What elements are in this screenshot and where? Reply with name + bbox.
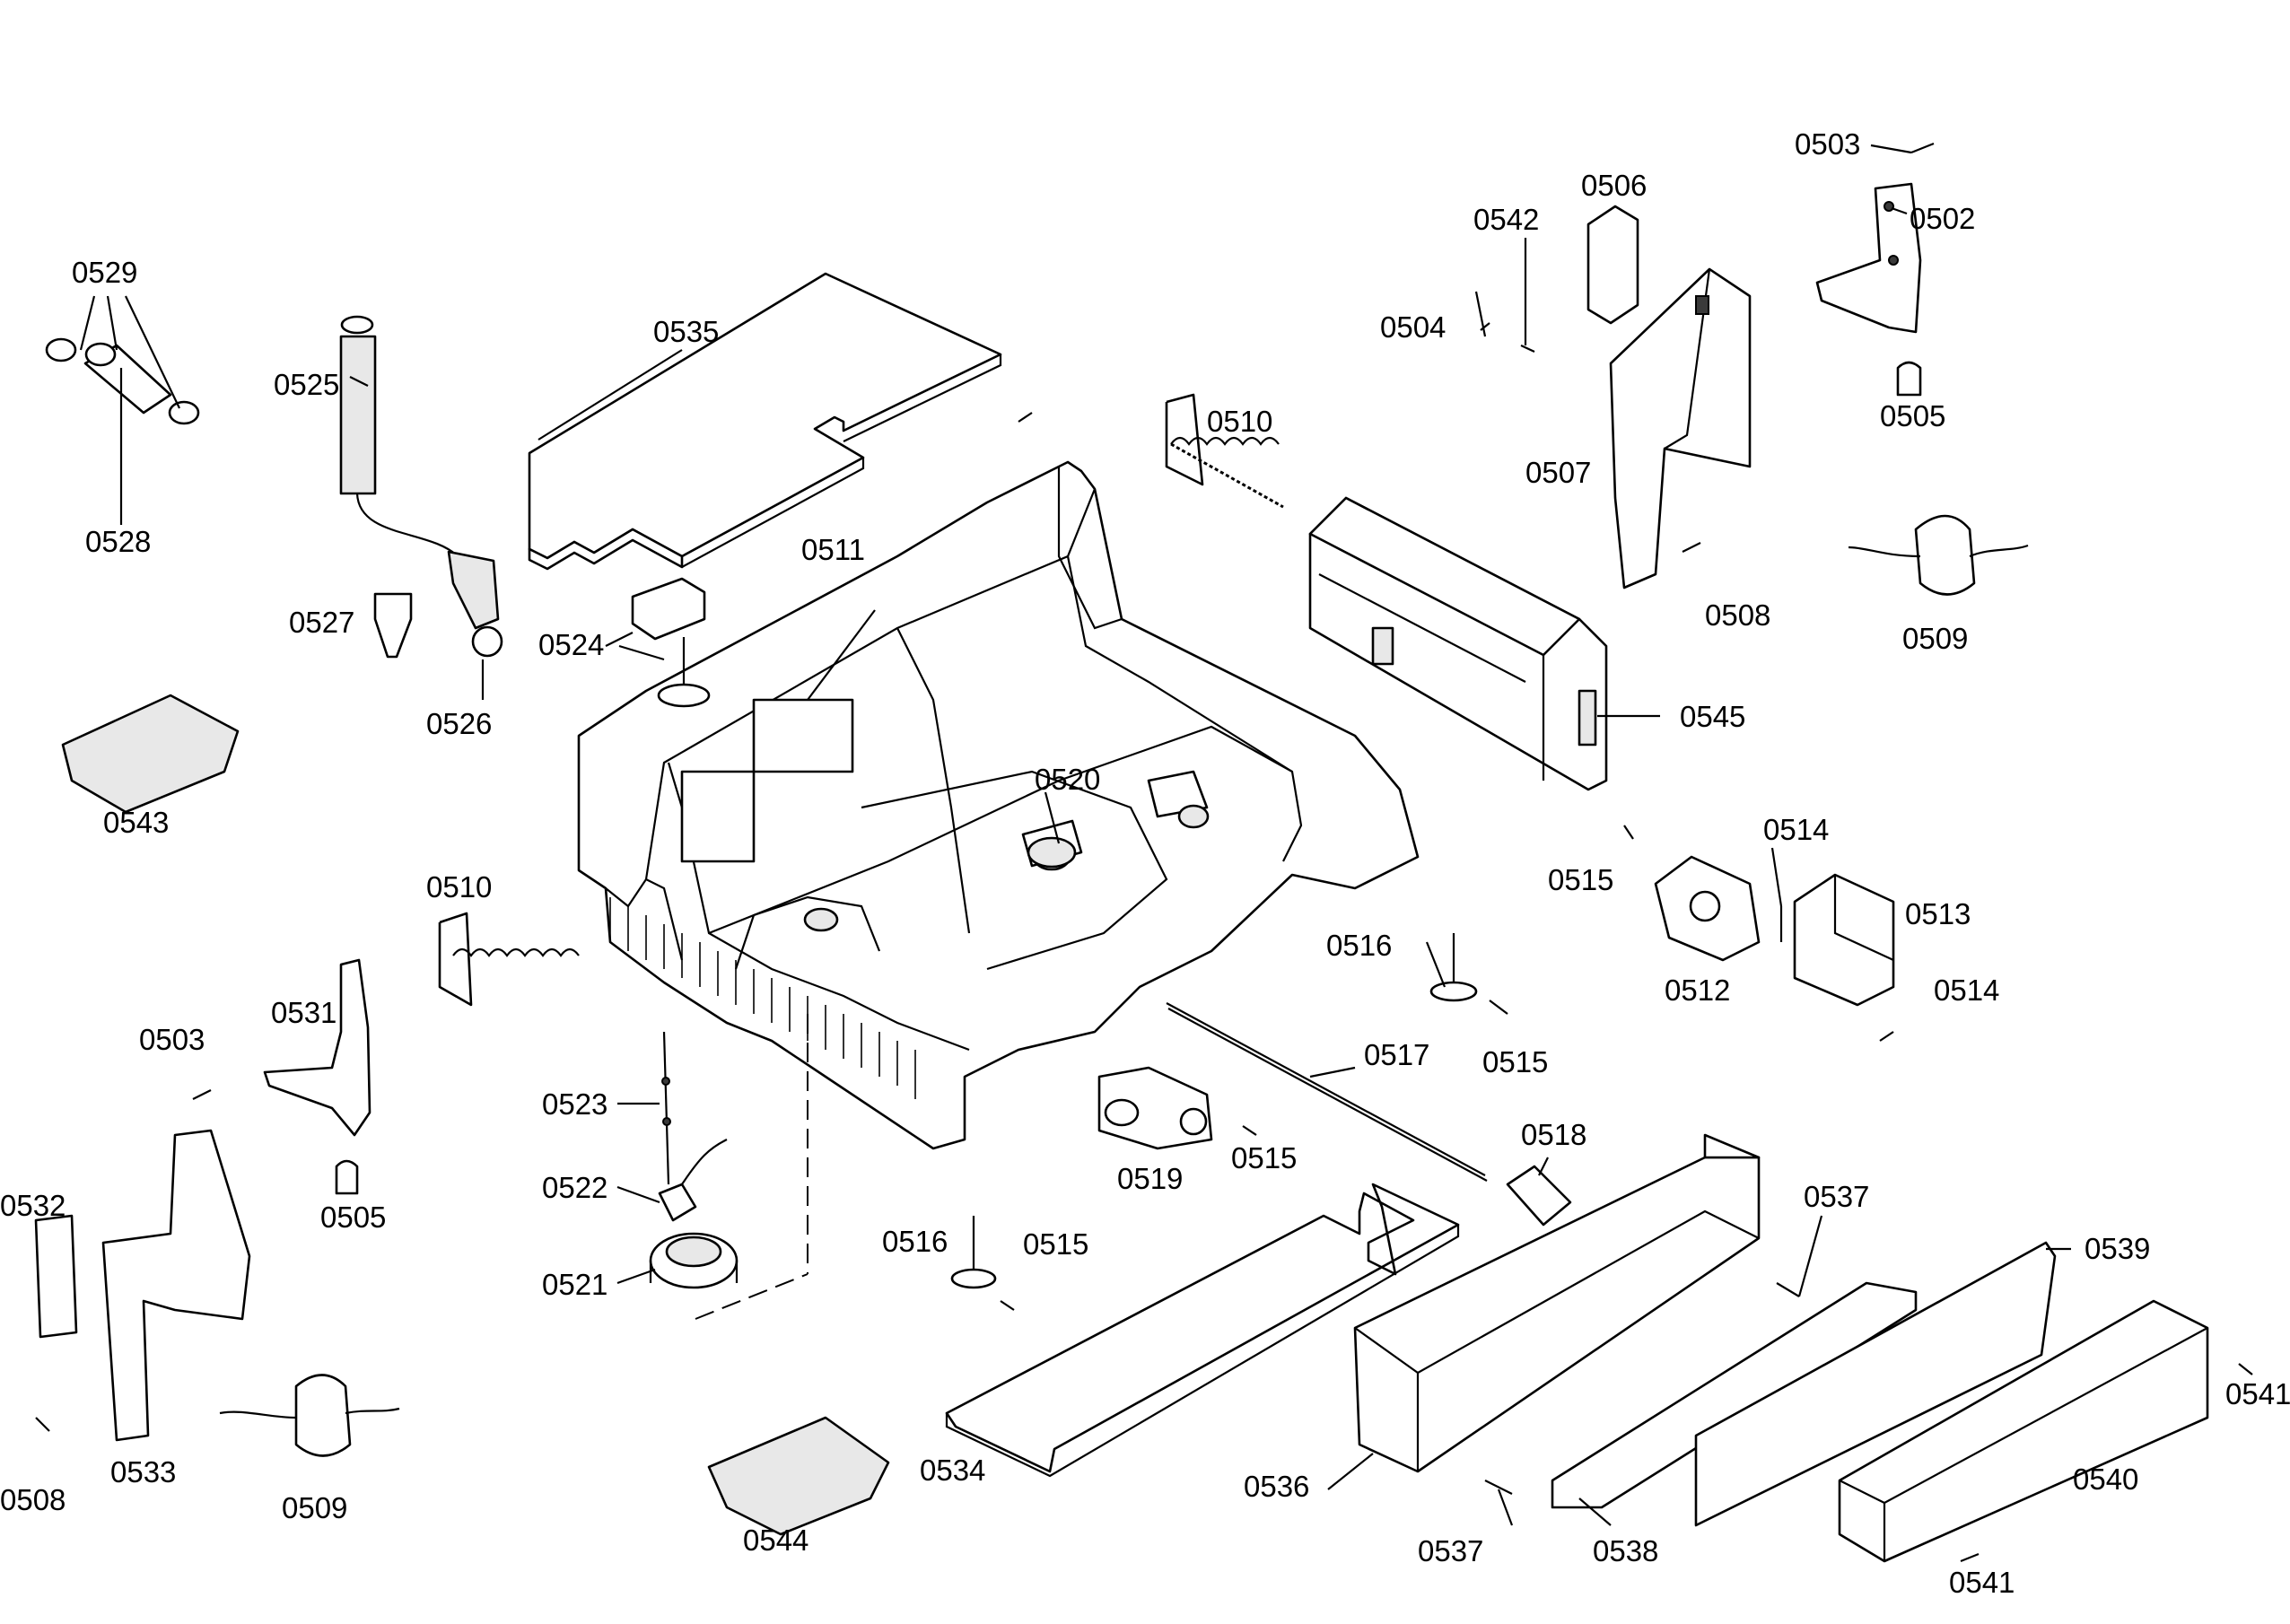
door-latch-0509-lower — [219, 1374, 400, 1457]
label-0516: 0516 — [882, 1225, 948, 1258]
label-0509: 0509 — [1902, 622, 1968, 655]
label-0515: 0515 — [1482, 1045, 1548, 1078]
label-0535: 0535 — [653, 315, 719, 348]
mounting-bracket-0533 — [101, 1129, 251, 1442]
label-0505: 0505 — [320, 1201, 386, 1234]
hinge-spring-0510-upper — [1165, 393, 1284, 509]
inlet-valve-0519 — [1097, 1066, 1213, 1150]
strip-0538 — [1551, 1281, 1918, 1509]
bracket-0502 — [1815, 182, 1922, 334]
label-0514: 0514 — [1763, 813, 1829, 846]
housing-0512 — [1654, 855, 1761, 962]
hardware-bag-0543 — [61, 694, 240, 814]
label-0503: 0503 — [139, 1023, 205, 1056]
label-0536: 0536 — [1244, 1470, 1309, 1503]
clip-0527 — [373, 592, 413, 659]
label-0508: 0508 — [0, 1483, 66, 1516]
label-0523: 0523 — [542, 1087, 607, 1121]
label-0512: 0512 — [1665, 974, 1730, 1007]
label-0521: 0521 — [542, 1268, 607, 1301]
label-0518: 0518 — [1521, 1118, 1586, 1151]
label-0516: 0516 — [1326, 929, 1392, 962]
hardware-bag-0544 — [707, 1416, 890, 1536]
cable-0523 — [661, 1031, 671, 1185]
plug-0518 — [1506, 1165, 1572, 1227]
label-0539: 0539 — [2085, 1232, 2150, 1265]
label-0511: 0511 — [801, 533, 865, 566]
label-0506: 0506 — [1581, 169, 1647, 202]
label-0524: 0524 — [538, 628, 604, 661]
label-0508: 0508 — [1705, 598, 1770, 632]
panel-0539 — [1694, 1241, 2057, 1527]
label-0509: 0509 — [282, 1491, 347, 1524]
toe-kick-panel-0536 — [1353, 1133, 1761, 1473]
label-0533: 0533 — [110, 1455, 176, 1489]
label-0542: 0542 — [1473, 203, 1539, 236]
label-0504: 0504 — [1380, 310, 1446, 344]
hose-connector-0528 — [45, 337, 200, 425]
label-0519: 0519 — [1117, 1162, 1183, 1195]
label-0520: 0520 — [1035, 763, 1100, 796]
label-0540: 0540 — [2073, 1462, 2138, 1496]
pump-0521 — [649, 1232, 739, 1289]
control-housing-0545 — [1308, 496, 1608, 791]
label-0515: 0515 — [1231, 1141, 1297, 1174]
door-latch-0509-upper — [1848, 514, 2029, 596]
drain-hose-0525 — [339, 315, 503, 658]
label-0515: 0515 — [1548, 863, 1613, 896]
label-0532: 0532 — [0, 1189, 66, 1222]
label-0510: 0510 — [1207, 405, 1272, 438]
insulation-board-0535 — [528, 272, 1002, 571]
mounting-bracket-0507 — [1609, 267, 1752, 589]
base-tub-0511 — [577, 460, 1420, 1150]
label-0507: 0507 — [1525, 456, 1591, 489]
panel-0540 — [1838, 1299, 2209, 1563]
label-0538: 0538 — [1593, 1534, 1658, 1567]
label-0537: 0537 — [1804, 1180, 1869, 1213]
label-0514: 0514 — [1934, 974, 1999, 1007]
cover-0513 — [1793, 873, 1895, 1007]
label-0522: 0522 — [542, 1171, 607, 1204]
label-0510: 0510 — [426, 870, 492, 904]
label-0544: 0544 — [743, 1524, 808, 1557]
label-0527: 0527 — [289, 606, 354, 639]
cover-0506 — [1586, 205, 1639, 325]
bracket-0531 — [263, 958, 371, 1137]
label-0543: 0543 — [103, 806, 169, 839]
clip-0505-upper — [1896, 361, 1922, 397]
screws — [35, 142, 2253, 1563]
label-0531: 0531 — [271, 996, 337, 1029]
label-0513: 0513 — [1905, 897, 1971, 930]
label-0541: 0541 — [1949, 1566, 2015, 1599]
label-0545: 0545 — [1680, 700, 1745, 733]
label-0537: 0537 — [1418, 1534, 1483, 1567]
float-0520 — [1027, 836, 1077, 869]
leveling-foot-0524 — [631, 577, 711, 708]
label-0503: 0503 — [1795, 127, 1860, 161]
label-0526: 0526 — [426, 707, 492, 740]
label-0502: 0502 — [1910, 202, 1975, 235]
label-0528: 0528 — [85, 525, 151, 558]
label-0525: 0525 — [274, 368, 339, 401]
clip-0505-lower — [335, 1159, 359, 1195]
label-0541: 0541 — [2225, 1377, 2290, 1410]
leader-lines — [79, 144, 2071, 1526]
hinge-spring-0510-lower — [438, 912, 580, 1007]
label-0515: 0515 — [1023, 1227, 1088, 1261]
rod-0517 — [1166, 1002, 1488, 1182]
sensor-0522 — [658, 1139, 728, 1222]
label-0534: 0534 — [920, 1454, 985, 1487]
label-0505: 0505 — [1880, 399, 1945, 432]
label-0529: 0529 — [72, 256, 137, 289]
bottom-board-0534 — [945, 1183, 1460, 1478]
label-0517: 0517 — [1364, 1038, 1429, 1071]
tub-guide-dash-2 — [695, 1273, 808, 1320]
clip-0532 — [34, 1214, 78, 1339]
callout-labels: 0503 0502 0506 0542 0504 0505 0507 0508 … — [0, 127, 2290, 1599]
